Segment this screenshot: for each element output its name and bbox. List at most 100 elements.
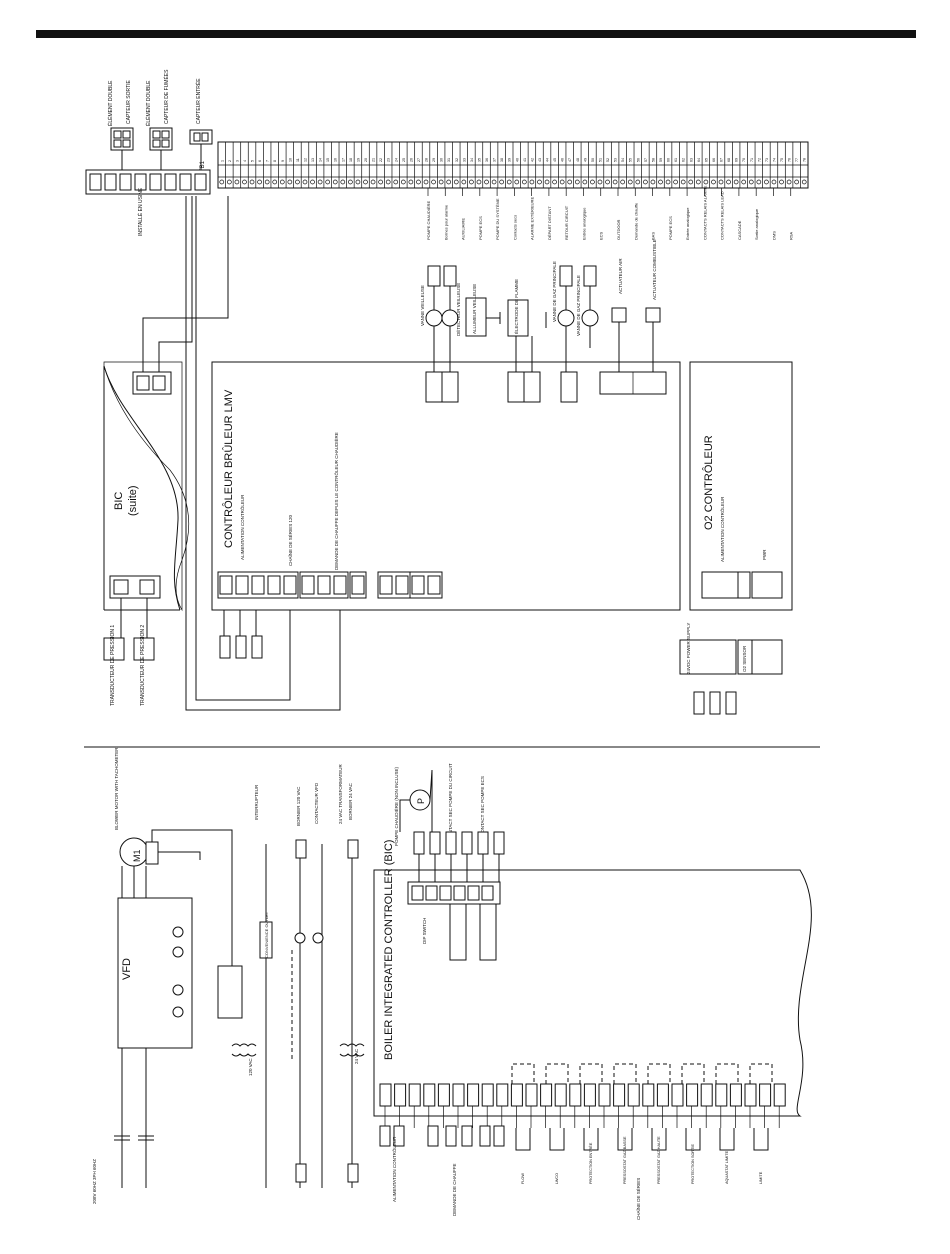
strip-screw [385,179,391,185]
strip-terminal-label: 74 [772,158,776,162]
strip-terminal-label: 37 [493,158,497,162]
outlet-label: CONVENIENCE OUTLET [264,911,269,958]
strip-terminal-label: 11 [296,158,300,162]
strip-terminal-label: 1 [220,160,224,162]
strip-terminal-label: 69 [735,158,739,162]
label-vanne-veilleuse: VANNE VEILLEUSE [420,285,425,326]
contacteur-label: CONTACTEUR VFD [314,782,319,824]
strip-group-label: Entrée analogique [581,207,586,240]
strip-terminal-label: 8 [273,160,277,162]
bic-suite-panel: BIC (suite) [103,196,229,640]
chain-device-label: PROTECTION SORTIE [691,1144,695,1184]
strip-terminal-label: 20 [364,158,368,162]
chain-device-label: LWCO [555,1173,559,1184]
bic-suite-subtitle: (suite) [127,485,139,516]
strip-terminal-label: 47 [568,158,572,162]
pressure-transducers: TRANSDUCTEUR DE PRESSION 1 TRANSDUCTEUR … [103,625,155,706]
strip-terminal-label: 14 [319,158,323,162]
strip-terminal-label: 4 [243,160,247,162]
factory-sensor-block: ÉLÉMENT DOUBLE CAPTEUR SORTIE ÉLÉMENT DO… [85,69,213,236]
strip-terminal-label: 55 [629,158,633,162]
strip-terminal-label: 32 [455,158,459,162]
pump-label: POMPE CHAUDIÈRE (NON INCLUSE) [393,766,399,846]
strip-terminal-label: 19 [356,158,360,162]
strip-terminal-label: 43 [538,158,542,162]
strip-group-label: RETOUR CIRCUIT [564,205,569,240]
strip-screw [257,179,262,185]
strip-screw [408,179,414,185]
strip-terminal-label: 73 [765,158,769,162]
label-allumeur-veilleuse: ALLUMEUR VEILLEUSE [472,284,477,334]
strip-terminal-label: 17 [341,158,345,162]
strip-terminal-label: 46 [561,158,565,162]
strip-screw [226,179,232,185]
strip-screw [567,179,573,185]
label-installe-en-usine: INSTALLÉ EN USINE [137,187,144,236]
chain-device-label: FLOW [521,1173,525,1184]
label-capteur-entree: CAPTEUR ENTRÉE [195,78,202,124]
strip-terminal-label: 59 [659,158,663,162]
strip-screw [249,179,255,185]
lmv-demand-label: DEMANDE DE CHAUFFE DEPUIS LE CONTRÔLEUR … [333,432,339,570]
strip-screw [400,179,406,185]
strip-screw [695,179,701,185]
strip-screw [438,179,444,185]
strip-terminal-label: 5 [251,160,255,162]
strip-group-label: CASCADE [737,220,742,240]
strip-group-label: ECS [599,231,604,240]
strip-screw [620,179,626,185]
strip-screw [219,179,225,185]
strip-screw [332,179,338,185]
strip-terminal-label: 26 [409,158,413,162]
strip-screw [627,179,633,185]
label-actuateur-combustible: ACTUATEUR COMBUSTIBLE [652,239,657,300]
strip-terminal-label: 45 [553,158,557,162]
strip-terminal-label: 54 [621,158,625,162]
strip-screw [733,179,739,185]
lmv-title: CONTRÔLEUR BRÛLEUR LMV [222,389,235,548]
strip-group-label: Demande de chauffe [633,202,638,240]
strip-terminal-label: 68 [727,158,731,162]
strip-terminal-label: 64 [697,158,701,162]
strip-screw [680,179,686,185]
strip-terminal-label: 77 [795,158,799,162]
strip-screw [552,179,557,185]
vfd-block: VFD [117,897,243,1049]
bic-suite-title: BIC [113,492,125,510]
strip-screw [348,179,353,185]
chain-device-label: PRESSOSTAT GAZ HAUTE [657,1136,661,1184]
strip-terminal-label: 30 [440,158,444,162]
strip-screw [741,179,747,185]
strip-terminal-label: 12 [303,158,307,162]
strip-screw [279,179,285,185]
strip-screw [423,179,429,185]
strip-group-label: DÉPART DISTANT [547,206,552,240]
strip-terminal-label: 50 [591,158,595,162]
strip-screw [658,179,663,185]
chain-device-label: AQUASTAT LIMITE [725,1150,729,1184]
strip-screw [287,179,293,185]
strip-screw [537,179,542,185]
strip-terminal-label: 18 [349,158,353,162]
strip-group-label: Contacts secs [512,215,517,240]
label-element-double-a: ÉLÉMENT DOUBLE [107,80,114,126]
strip-screw [393,179,399,185]
strip-prefix: TB1 [200,160,206,172]
transfo-label: 24 VAC TRANSFORMATEUR [338,763,343,824]
strip-terminal-label: 42 [530,158,534,162]
strip-screw [355,179,361,185]
strip-terminal-label: 44 [546,158,550,162]
strip-screw [612,179,618,185]
strip-screw [779,179,784,185]
contact-sec-a-label: CONTACT SEC POMPE DU CIRCUIT [448,763,453,840]
strip-screw [325,179,331,185]
strip-terminal-label: 13 [311,158,315,162]
strip-screw [559,179,565,185]
strip-terminal-label: 61 [674,158,678,162]
label-element-double-b: ÉLÉMENT DOUBLE [145,80,152,126]
supply-label: 208V 60HZ 3PH 60HZ [92,1159,97,1204]
control-transformers: 120 VAC 24 VAC CONVENIENCE OUTLET INTERR… [231,763,365,1188]
strip-screw [726,179,731,185]
strip-terminal-label: 49 [583,158,587,162]
strip-screw [801,179,807,185]
